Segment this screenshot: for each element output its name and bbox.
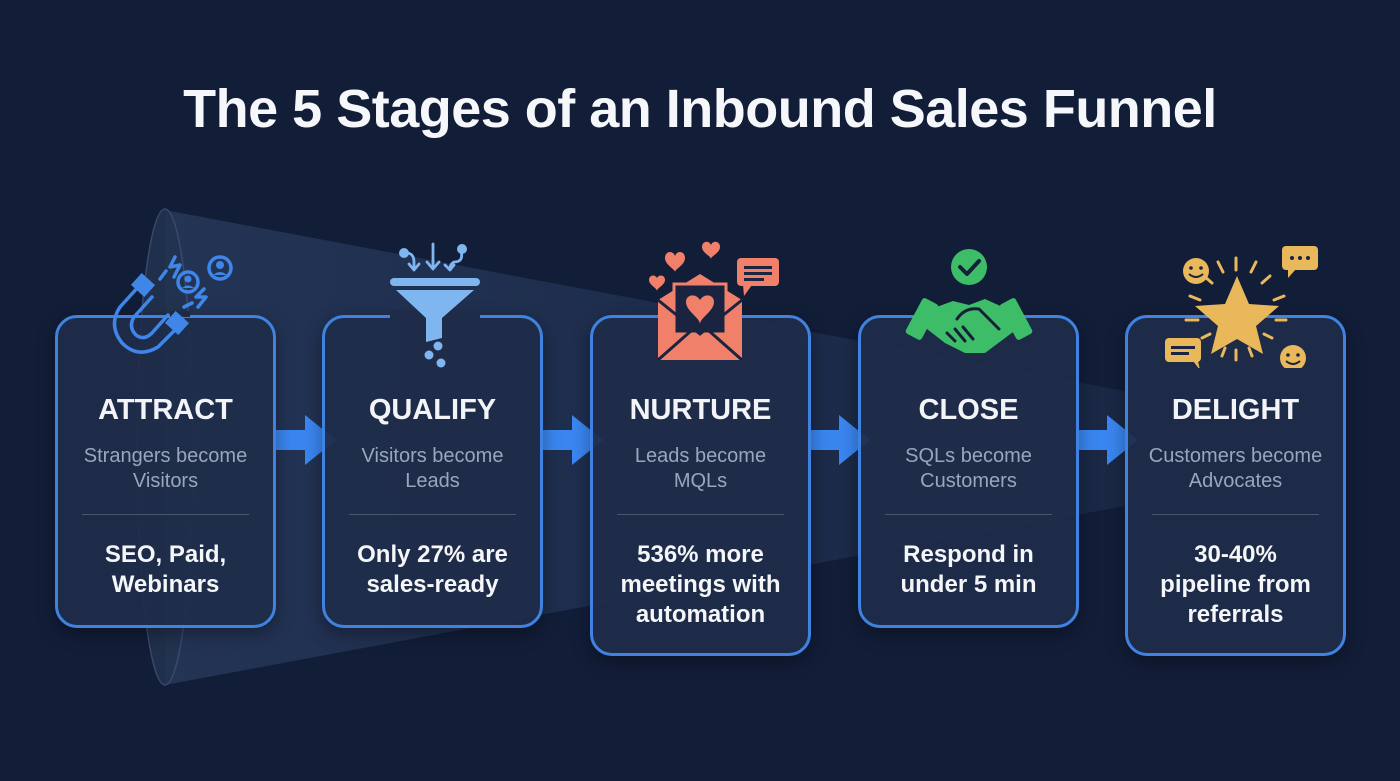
subtitle-line: MQLs (673, 470, 728, 492)
subtitle-line: Visitors (132, 470, 199, 492)
stat-line: SEO, Paid, (104, 541, 227, 568)
stage-stat: SEO, Paid, Webinars (58, 540, 273, 600)
stat-line: Only 27% are (357, 541, 508, 568)
subtitle-line: Leads become (634, 445, 767, 467)
stage-stat: 30-40% pipeline from referrals (1128, 540, 1343, 630)
stage-name: DELIGHT (1171, 394, 1300, 426)
stage-card-close: CLOSE SQLs become Customers Respond in u… (858, 315, 1079, 628)
love-letter-envelope-icon (649, 241, 779, 362)
subtitle-line: Visitors become (361, 445, 504, 467)
arrow-right-icon (274, 415, 336, 465)
stage-card-qualify: QUALIFY Visitors become Leads Only 27% a… (322, 315, 543, 628)
handshake-check-icon (905, 249, 1033, 353)
divider (1152, 514, 1319, 515)
star-smiles-icon (1165, 246, 1318, 368)
stage-subtitle: Leads become MQLs (593, 444, 808, 494)
stat-line: referrals (1187, 601, 1284, 628)
subtitle-line: Leads (405, 470, 460, 492)
filter-funnel-icon (390, 242, 480, 368)
stage-subtitle: SQLs become Customers (861, 444, 1076, 494)
stat-line: under 5 min (900, 571, 1037, 598)
stage-subtitle: Strangers become Visitors (58, 444, 273, 494)
stat-line: 536% more (637, 541, 764, 568)
divider (885, 514, 1052, 515)
divider (617, 514, 784, 515)
stage-name: NURTURE (629, 394, 772, 426)
divider (349, 514, 516, 515)
stage-stat: Only 27% are sales-ready (325, 540, 540, 600)
subtitle-line: SQLs become (905, 445, 1032, 467)
subtitle-line: Customers become (1148, 445, 1323, 467)
subtitle-line: Customers (920, 470, 1017, 492)
stage-subtitle: Visitors become Leads (325, 444, 540, 494)
stat-line: 30-40% (1194, 541, 1277, 568)
magnet-attracting-people-icon (112, 255, 233, 354)
stage-subtitle: Customers become Advocates (1128, 444, 1343, 494)
stat-line: automation (635, 601, 766, 628)
arrow-right-icon (541, 415, 603, 465)
arrow-right-icon (808, 415, 870, 465)
arrow-right-icon (1076, 415, 1138, 465)
stat-line: Respond in (903, 541, 1034, 568)
stage-card-delight: DELIGHT Customers become Advocates 30-40… (1125, 315, 1346, 656)
stat-line: sales-ready (366, 571, 499, 598)
stat-line: pipeline from (1160, 571, 1311, 598)
stage-stat: 536% more meetings with automation (593, 540, 808, 630)
stage-stat: Respond in under 5 min (861, 540, 1076, 600)
stage-name: ATTRACT (98, 394, 233, 426)
stat-line: meetings with (620, 571, 781, 598)
subtitle-line: Strangers become (83, 445, 248, 467)
page-title: The 5 Stages of an Inbound Sales Funnel (183, 79, 1217, 139)
stage-name: QUALIFY (368, 394, 497, 426)
stage-card-nurture: NURTURE Leads become MQLs 536% more meet… (590, 315, 811, 656)
stat-line: Webinars (111, 571, 220, 598)
stage-name: CLOSE (918, 394, 1019, 426)
subtitle-line: Advocates (1188, 470, 1283, 492)
divider (82, 514, 249, 515)
